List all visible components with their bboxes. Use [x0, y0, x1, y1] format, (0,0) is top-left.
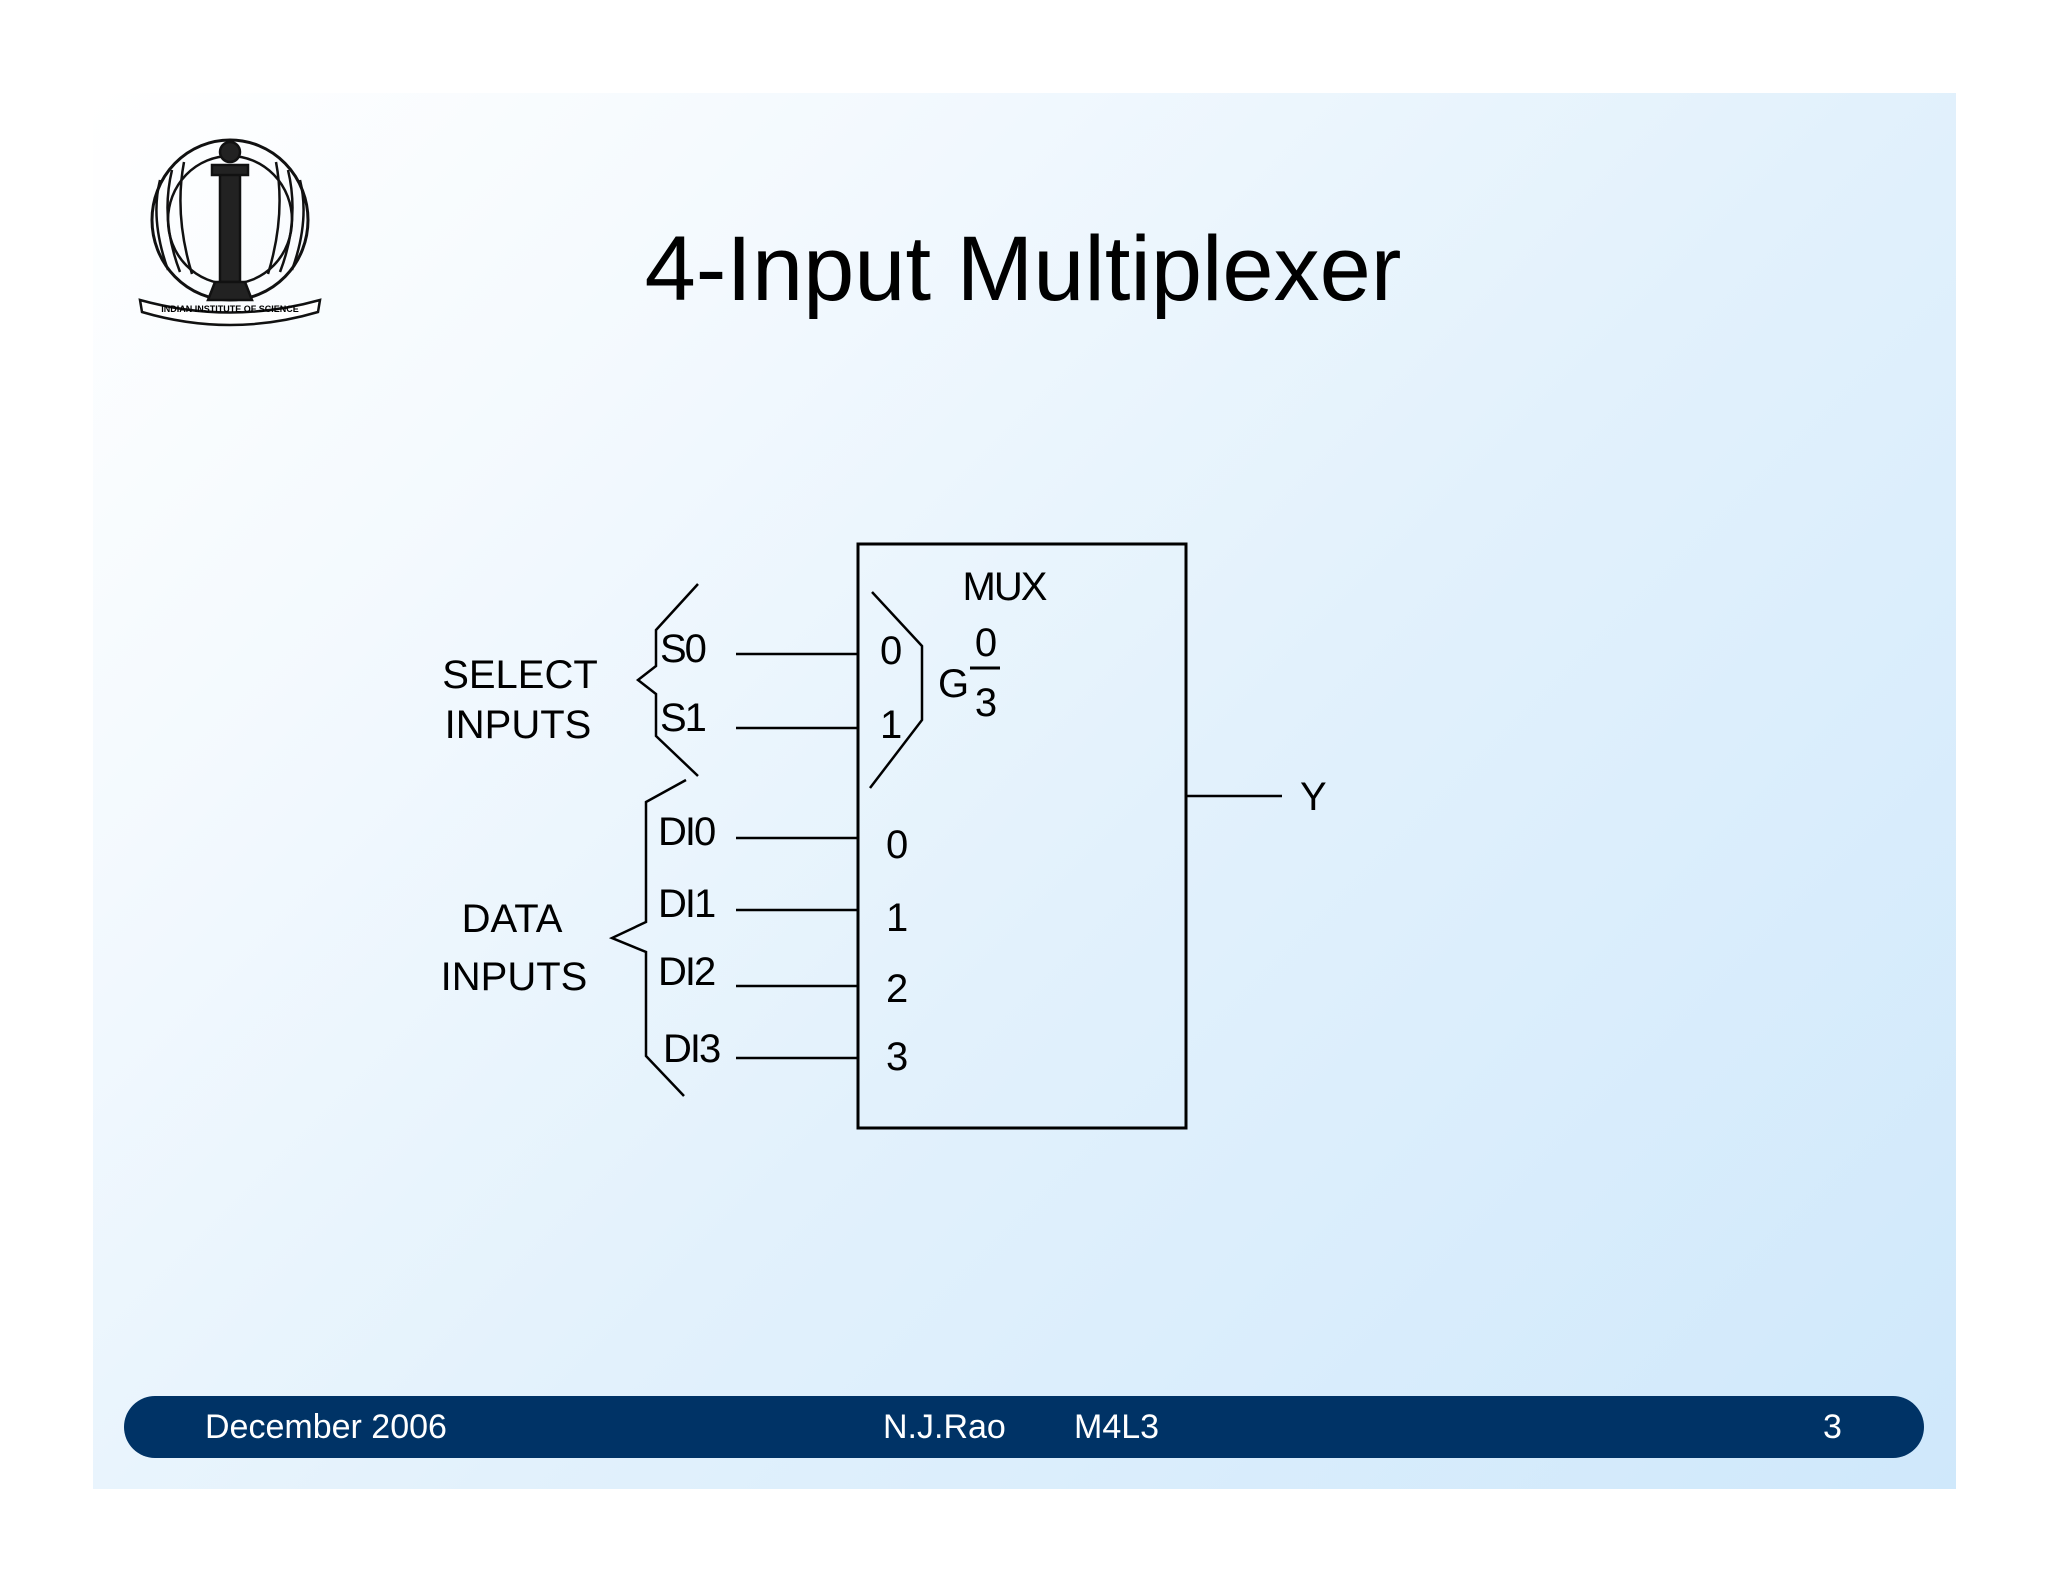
slide-background [93, 93, 1956, 1489]
logo-text: INDIAN INSTITUTE OF SCIENCE [161, 304, 299, 314]
slide-title: 4-Input Multiplexer [645, 218, 1402, 320]
internal-select-bracket [869, 591, 924, 789]
select-pin-0: 0 [880, 629, 902, 673]
select-inputs: S0 0 S1 1 [660, 627, 902, 747]
footer-author: N.J.Rao [883, 1408, 1006, 1446]
gate-denominator: 3 [975, 681, 997, 725]
footer-code: M4L3 [1074, 1408, 1160, 1446]
footer-bar: December 2006 N.J.Rao M4L3 3 [124, 1396, 1924, 1458]
select-group-label-line1: SELECT [442, 653, 598, 697]
data-pin-1: 1 [886, 896, 908, 940]
mux-label: MUX [963, 565, 1047, 609]
select-pin-1: 1 [880, 703, 902, 747]
gate-numerator: 0 [975, 621, 997, 665]
select-inputs-brace [635, 583, 699, 777]
select-signal-s0: S0 [660, 627, 706, 671]
data-group-label-line2: INPUTS [441, 955, 588, 999]
output-label: Y [1300, 775, 1327, 819]
data-group-label-line1: DATA [462, 897, 563, 941]
data-inputs: DI0 0 DI1 1 DI2 2 DI3 3 [658, 810, 908, 1079]
data-pin-3: 3 [886, 1035, 908, 1079]
mux-block [856, 542, 1188, 1130]
gate-letter: G [938, 662, 969, 706]
data-pin-0: 0 [886, 823, 908, 867]
select-signal-s1: S1 [660, 696, 706, 740]
data-signal-di0: DI0 [658, 810, 715, 854]
data-signal-di2: DI2 [658, 950, 715, 994]
iisc-emblem-logo [138, 138, 322, 327]
data-signal-di1: DI1 [658, 882, 715, 926]
footer-page-number: 3 [1823, 1408, 1842, 1446]
data-signal-di3: DI3 [663, 1027, 720, 1071]
footer-date: December 2006 [205, 1408, 447, 1446]
select-group-label-line2: INPUTS [445, 703, 592, 747]
data-inputs-brace [608, 778, 687, 1097]
data-pin-2: 2 [886, 967, 908, 1011]
